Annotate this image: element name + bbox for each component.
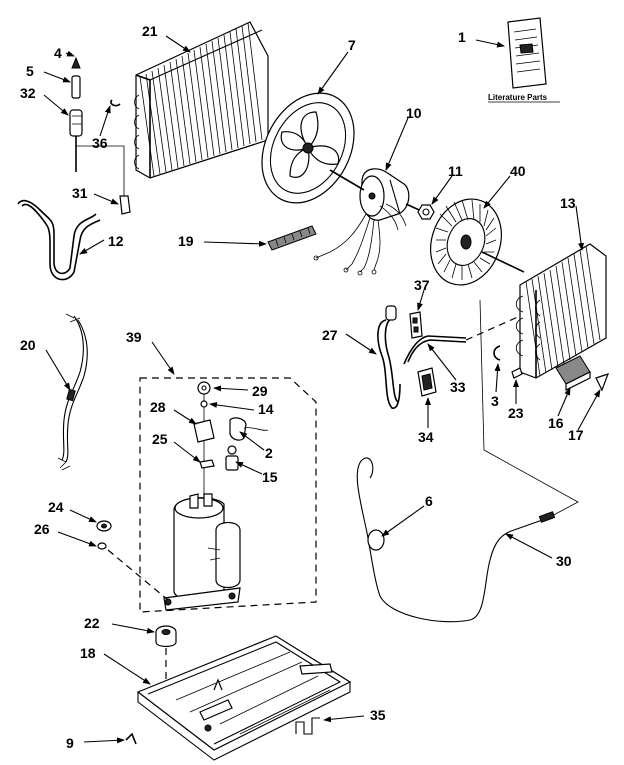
callout-3: 3 [491, 393, 499, 409]
drain-hose [377, 305, 401, 409]
callout-20: 20 [20, 337, 36, 353]
callout-22: 22 [84, 615, 100, 631]
leader-lines [43, 35, 601, 744]
callout-2: 2 [265, 445, 273, 461]
callout-16: 16 [548, 415, 564, 431]
washer-part-26 [97, 542, 107, 550]
callout-11: 11 [448, 163, 463, 179]
service-valve [69, 56, 83, 172]
literature-caption: Literature Parts [488, 93, 548, 102]
callout-19: 19 [178, 233, 194, 249]
callout-9: 9 [66, 735, 74, 751]
callout-34: 34 [418, 429, 434, 445]
screw-part-23 [511, 367, 523, 379]
nut-part-24 [96, 520, 112, 532]
callout-29: 29 [252, 383, 268, 399]
literature-booklet: Literature Parts [488, 17, 560, 103]
callout-30: 30 [556, 553, 572, 569]
condenser-coil [134, 21, 269, 179]
callout-26: 26 [34, 521, 50, 537]
spring-clip-part-35 [295, 717, 320, 735]
compressor-assembly [139, 377, 317, 613]
thermostat-capillary [356, 299, 579, 623]
callout-25: 25 [152, 431, 168, 447]
clip-part-9 [125, 732, 137, 745]
callout-35: 35 [370, 707, 386, 723]
callout-10: 10 [406, 105, 422, 121]
condenser-fan [261, 92, 355, 204]
wire-harness [57, 313, 88, 471]
callout-15: 15 [262, 469, 278, 485]
callout-21: 21 [142, 23, 158, 39]
callout-40: 40 [510, 163, 526, 179]
callout-31: 31 [72, 185, 88, 201]
callout-18: 18 [80, 645, 96, 661]
callout-24: 24 [48, 499, 64, 515]
tube-connector-part-31 [75, 145, 131, 215]
callout-27: 27 [322, 327, 338, 343]
fan-motor [313, 168, 429, 276]
callout-28: 28 [150, 399, 166, 415]
insulation-strip [267, 225, 317, 251]
clip-part-17 [595, 373, 610, 392]
callout-12: 12 [108, 233, 124, 249]
clip-part-36 [110, 99, 121, 107]
callout-17: 17 [568, 427, 584, 443]
callout-1: 1 [458, 29, 466, 45]
base-pan [136, 635, 352, 761]
tube-part-33 [403, 315, 521, 365]
callout-36: 36 [92, 135, 108, 151]
spring-clip-part-3 [493, 345, 501, 361]
capillary-tube [17, 199, 101, 281]
callout-7: 7 [348, 37, 356, 53]
bracket-part-37 [409, 311, 423, 339]
callout-13: 13 [560, 195, 576, 211]
bracket-part-16 [555, 355, 591, 391]
evaporator-coil [515, 243, 607, 379]
callout-39: 39 [126, 329, 142, 345]
plate-part-34 [417, 367, 437, 397]
nut-part-11 [417, 204, 435, 220]
callout-4: 4 [54, 45, 62, 61]
callout-5: 5 [26, 63, 34, 79]
callout-14: 14 [258, 401, 274, 417]
callout-6: 6 [425, 493, 433, 509]
callout-23: 23 [508, 405, 524, 421]
callout-32: 32 [20, 85, 36, 101]
blower-wheel [430, 198, 525, 286]
callout-labels: 1 2 3 4 5 6 7 9 10 11 12 13 14 15 16 17 … [20, 23, 584, 751]
callout-33: 33 [450, 379, 466, 395]
grommet [155, 625, 177, 690]
callout-37: 37 [414, 277, 430, 293]
